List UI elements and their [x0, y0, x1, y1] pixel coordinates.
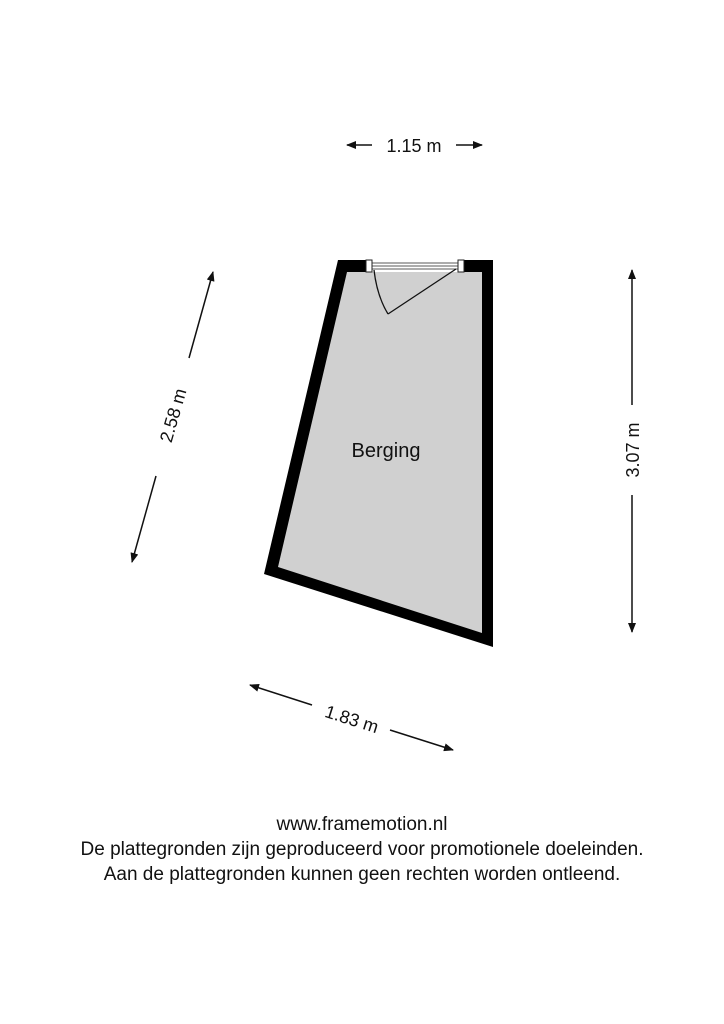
dimension-left-label: 2.58 m — [156, 386, 190, 444]
disclaimer-line-2: Aan de plattegronden kunnen geen rechten… — [103, 864, 621, 885]
dimension-top: 1.15 m — [346, 136, 483, 156]
website-link[interactable]: www.framemotion.nl — [276, 814, 448, 835]
dimension-right: 3.07 m — [623, 269, 643, 633]
disclaimer-line-1: De plattegronden zijn geproduceerd voor … — [80, 839, 644, 860]
dimension-bottom-label: 1.83 m — [323, 701, 382, 737]
dimension-bottom: 1.83 m — [249, 683, 454, 752]
dimension-right-label: 3.07 m — [623, 422, 643, 477]
room-floor — [278, 272, 482, 633]
dimension-left: 2.58 m — [130, 271, 215, 563]
dimension-top-label: 1.15 m — [386, 136, 441, 156]
footer: www.framemotion.nl De plattegronden zijn… — [0, 812, 724, 887]
room-label: Berging — [352, 440, 421, 462]
door — [365, 259, 465, 315]
